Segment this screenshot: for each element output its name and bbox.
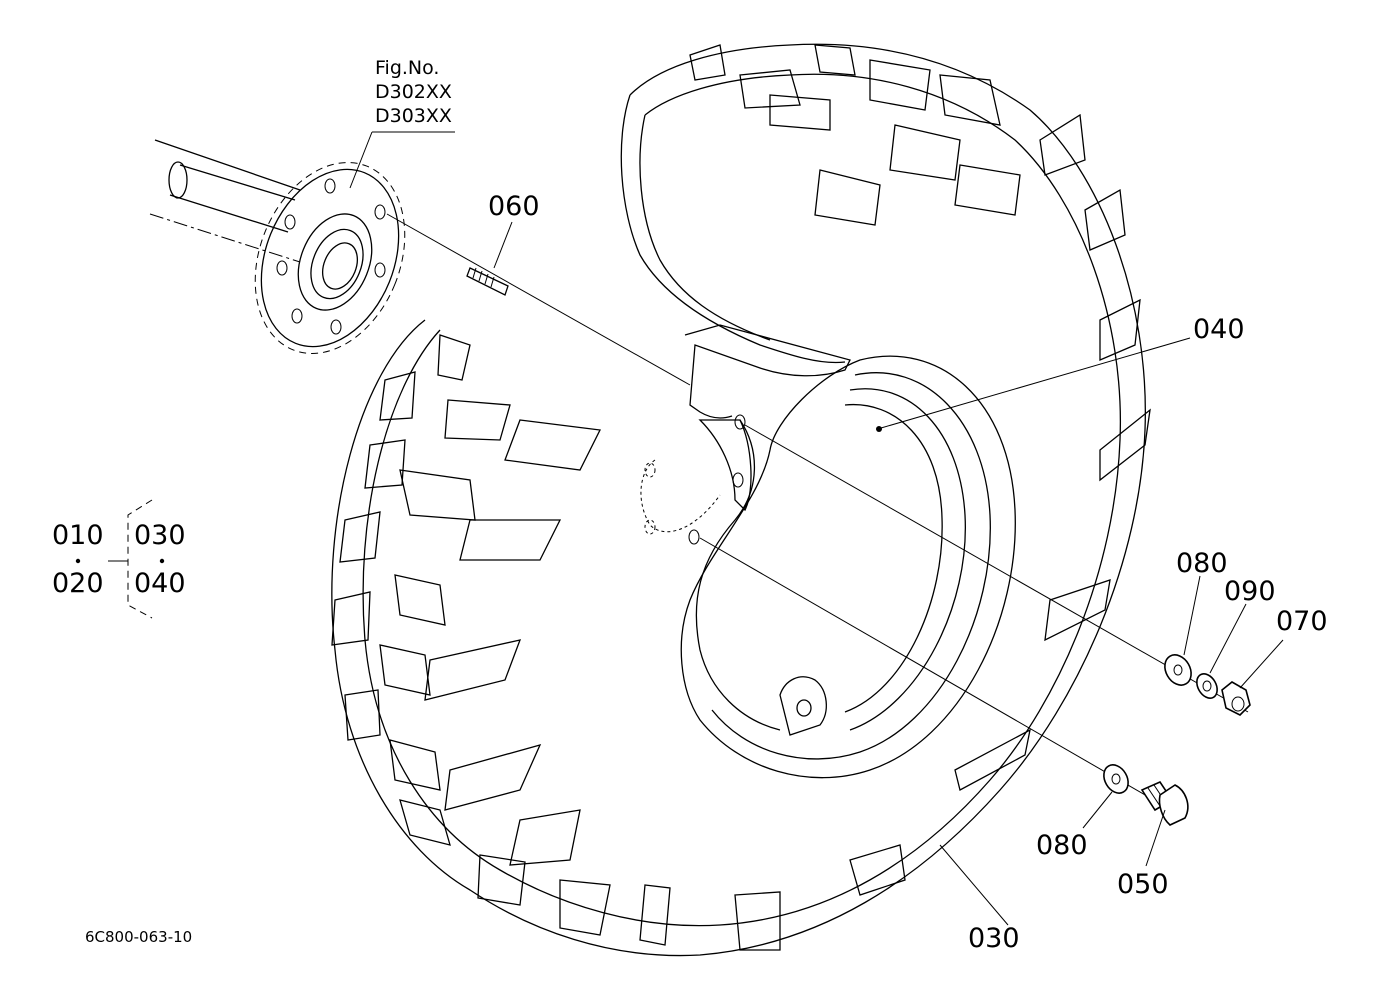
callout-050: 050 — [1117, 869, 1169, 900]
stud-bolt — [466, 267, 509, 296]
callout-040-leader — [880, 337, 1191, 429]
assembly-key-020: 020 — [52, 568, 104, 599]
callout-030-leader — [939, 844, 1009, 926]
fig-ref-d302: D302XX — [375, 81, 452, 103]
callout-080-upper: 080 — [1176, 548, 1228, 579]
callout-060: 060 — [488, 191, 540, 222]
callout-080b-leader — [1082, 791, 1113, 829]
fig-ref-d303: D303XX — [375, 105, 452, 127]
assembly-key: 010 020 030 040 — [52, 499, 186, 619]
spring-washer-090 — [1196, 673, 1218, 699]
assembly-key-040: 040 — [134, 568, 186, 599]
callout-040-dot — [876, 426, 882, 432]
upper-bolt-axis — [744, 424, 1249, 713]
washer-080-upper — [1164, 654, 1192, 686]
stud-axis-line — [386, 213, 691, 386]
fig-ref-leader — [349, 131, 373, 189]
drawing-number: 6C800-063-10 — [85, 928, 192, 946]
wheel-rim — [640, 355, 1016, 779]
bolt-050 — [1140, 780, 1189, 826]
callout-070: 070 — [1276, 606, 1328, 637]
callout-040: 040 — [1193, 314, 1245, 345]
callout-090: 090 — [1224, 576, 1276, 607]
assembly-key-010: 010 — [52, 520, 104, 551]
callout-060-leader — [493, 221, 513, 269]
callout-070-leader — [1239, 639, 1284, 689]
assembly-key-dot-left — [75, 558, 81, 564]
callout-080a-leader — [1183, 575, 1201, 656]
callout-090-leader — [1209, 603, 1247, 674]
callout-050-leader — [1145, 809, 1166, 867]
callout-030: 030 — [968, 923, 1020, 954]
assembly-key-030: 030 — [134, 520, 186, 551]
axle-hub — [149, 139, 406, 354]
tire — [331, 43, 1151, 957]
fig-no-label: Fig.No. — [375, 57, 439, 79]
washer-080-lower — [1103, 764, 1129, 794]
assembly-key-dot-right — [159, 558, 165, 564]
nut-070 — [1221, 681, 1251, 716]
callout-080-lower: 080 — [1036, 830, 1088, 861]
